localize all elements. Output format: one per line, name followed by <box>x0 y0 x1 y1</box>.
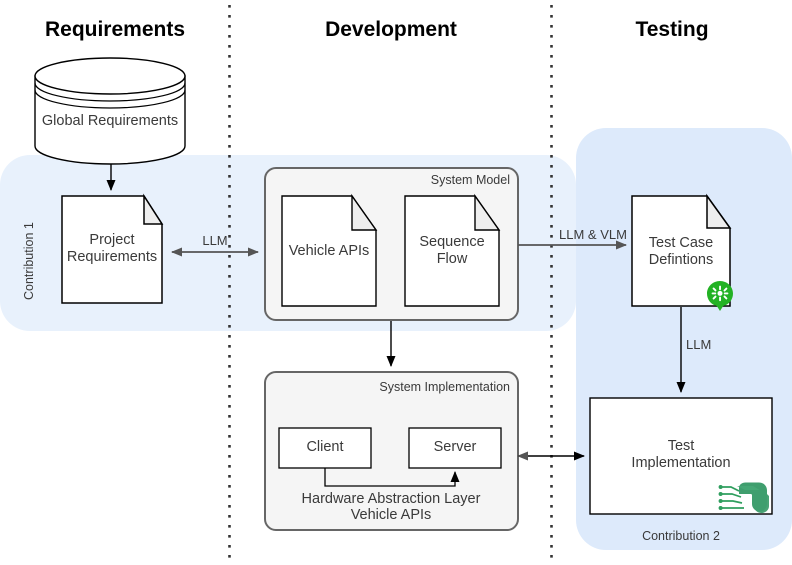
phase-title-development: Development <box>325 18 457 41</box>
node-global-requirements[interactable] <box>34 57 186 165</box>
cucumber-icon <box>707 281 733 311</box>
node-vehicle-apis[interactable] <box>281 193 378 307</box>
highlight-label-contribution-2: Contribution 2 <box>642 529 720 543</box>
edge-label-llm-requirements-development: LLM <box>202 233 228 248</box>
node-test-implementation[interactable] <box>589 397 773 515</box>
node-project-requirements[interactable] <box>61 193 164 304</box>
label-system-implementation: System Implementation <box>379 380 510 394</box>
edge-label-llm-testing: LLM <box>686 337 712 352</box>
phase-title-testing: Testing <box>635 18 709 41</box>
node-client[interactable] <box>278 427 372 469</box>
node-server[interactable] <box>408 427 502 469</box>
robot-framework-circuit-icon <box>718 482 769 513</box>
edge-label-llm-vlm: LLM & VLM <box>559 227 627 242</box>
highlight-label-contribution-1: Contribution 1 <box>22 222 36 300</box>
container-system-implementation[interactable] <box>264 371 519 531</box>
node-sequence-flow[interactable] <box>404 193 501 307</box>
node-test-case-definitions[interactable] <box>631 193 732 307</box>
label-system-model: System Model <box>430 173 510 187</box>
phase-title-requirements: Requirements <box>44 18 186 41</box>
edge-client-to-server <box>324 468 460 487</box>
